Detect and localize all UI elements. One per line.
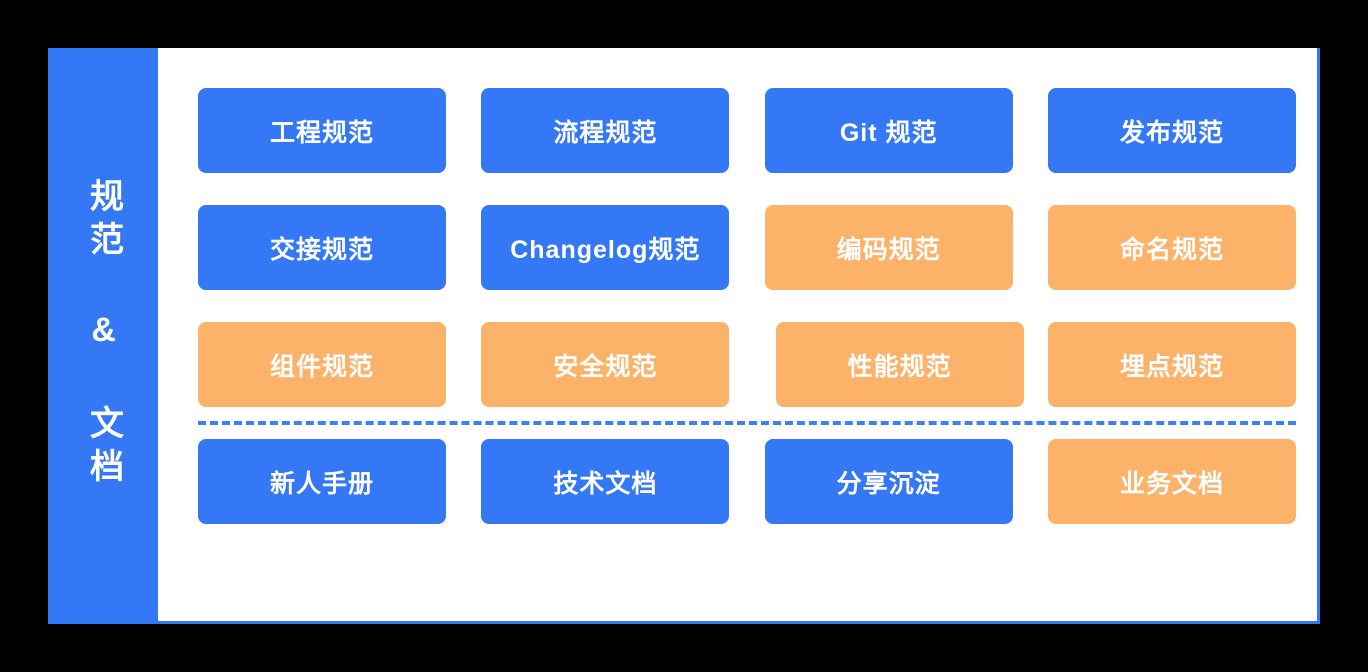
card-label: 交接规范 [269, 235, 374, 264]
card-changelog-spec[interactable]: Changelog规范 [481, 205, 730, 290]
card-label: 分享沉淀 [836, 469, 941, 498]
card-label: 新人手册 [269, 469, 374, 498]
card-row-specs-1: 工程规范 流程规范 Git 规范 发布规范 [198, 88, 1296, 173]
card-naming-spec[interactable]: 命名规范 [1047, 205, 1296, 290]
card-label: 业务文档 [1119, 469, 1224, 498]
dashed-divider [198, 421, 1296, 425]
card-label: 命名规范 [1119, 235, 1224, 264]
category-rail: 规范 & 文档 [48, 48, 158, 621]
card-engineering-spec[interactable]: 工程规范 [198, 88, 446, 173]
section-divider-wrap [198, 407, 1296, 439]
card-label: 流程规范 [553, 118, 658, 147]
card-label: 性能规范 [847, 352, 952, 381]
card-label: 组件规范 [269, 352, 374, 381]
card-label: 技术文档 [553, 469, 658, 498]
card-label: Git 规范 [839, 118, 938, 147]
card-git-spec[interactable]: Git 规范 [764, 88, 1013, 173]
card-handover-spec[interactable]: 交接规范 [198, 205, 446, 290]
card-row-docs-1: 新人手册 技术文档 分享沉淀 业务文档 [198, 439, 1296, 524]
cards-grid: 工程规范 流程规范 Git 规范 发布规范 交接规范 [198, 88, 1296, 621]
card-performance-spec[interactable]: 性能规范 [775, 322, 1024, 407]
card-newcomer-handbook[interactable]: 新人手册 [198, 439, 446, 524]
card-label: 发布规范 [1119, 118, 1224, 147]
card-tracking-spec[interactable]: 埋点规范 [1047, 322, 1296, 407]
card-process-spec[interactable]: 流程规范 [481, 88, 730, 173]
category-rail-label: 规范 & 文档 [84, 178, 123, 491]
card-label: 工程规范 [269, 118, 374, 147]
card-sharing-knowledge[interactable]: 分享沉淀 [764, 439, 1013, 524]
card-row-specs-2: 交接规范 Changelog规范 编码规范 命名规范 [198, 205, 1296, 290]
card-release-spec[interactable]: 发布规范 [1047, 88, 1296, 173]
card-label: 安全规范 [553, 352, 658, 381]
card-tech-docs[interactable]: 技术文档 [481, 439, 730, 524]
card-label: 编码规范 [836, 235, 941, 264]
cards-region: 工程规范 流程规范 Git 规范 发布规范 交接规范 [158, 48, 1317, 621]
card-label: Changelog规范 [510, 235, 701, 264]
card-row-specs-3: 组件规范 安全规范 性能规范 埋点规范 [198, 322, 1296, 407]
card-security-spec[interactable]: 安全规范 [481, 322, 730, 407]
card-coding-spec[interactable]: 编码规范 [764, 205, 1013, 290]
card-component-spec[interactable]: 组件规范 [198, 322, 446, 407]
card-label: 埋点规范 [1119, 352, 1224, 381]
specs-and-docs-panel: 规范 & 文档 工程规范 流程规范 Git 规范 发布规范 [48, 48, 1320, 624]
card-business-docs[interactable]: 业务文档 [1047, 439, 1296, 524]
